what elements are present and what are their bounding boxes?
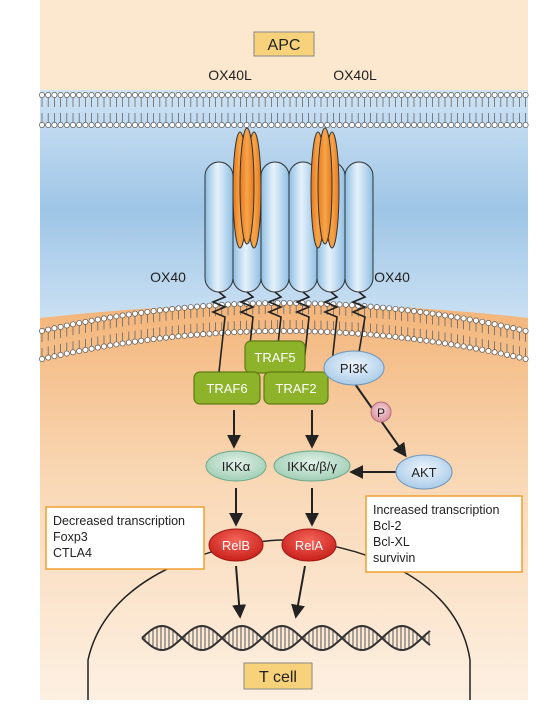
pi3k-label: PI3K [340,361,369,376]
ikka-label: IKKα [222,459,251,474]
ox40-label-left: OX40 [150,269,186,285]
traf2-label: TRAF2 [275,381,316,396]
ox40l-ligand-left [232,127,262,249]
traf6-node: TRAF6 [193,371,261,405]
akt-label: AKT [411,465,436,480]
apc-label: APC [268,37,301,54]
dna-helix [141,624,431,652]
increased-line-2: Bcl-XL [373,535,410,549]
phosphate-label: P [377,406,385,420]
increased-line-1: Bcl-2 [373,519,402,533]
ikk-complex-label: IKKα/β/γ [287,459,337,474]
ox40l-label-right: OX40L [333,67,377,83]
rela-node: RelA [281,528,337,562]
traf2-node: TRAF2 [263,371,329,405]
decreased-line-1: Foxp3 [53,530,88,544]
increased-line-3: survivin [373,551,415,565]
ikk-complex-node: IKKα/β/γ [273,450,351,482]
akt-node: AKT [395,454,453,490]
decreased-line-0: Decreased transcription [53,514,185,528]
t-cell-cytoplasm [40,304,528,700]
arrow-rela-dna [291,565,306,619]
ox40l-label-left: OX40L [208,67,252,83]
t-cell-membrane [39,300,529,362]
traf5-node: TRAF5 [244,340,306,374]
decreased-line-2: CTLA4 [53,546,92,560]
tcell-label: T cell [259,669,297,686]
phosphate-node: P [370,401,392,423]
tcell-label-box: T cell [243,662,313,690]
ikka-node: IKKα [205,450,267,482]
relb-node: RelB [208,528,264,562]
traf6-label: TRAF6 [206,381,247,396]
pi3k-node: PI3K [323,350,385,386]
relb-label: RelB [222,538,250,553]
apc-membrane [39,92,529,128]
transmembrane-domains [210,291,368,373]
increased-transcription-box: Increased transcription Bcl-2 Bcl-XL sur… [365,495,523,573]
traf5-label: TRAF5 [254,350,295,365]
ox40l-ligand-right [310,127,340,249]
decreased-transcription-box: Decreased transcription Foxp3 CTLA4 [45,506,205,570]
ox40-label-right: OX40 [374,269,410,285]
rela-label: RelA [295,538,324,553]
arrow-relb-dna [232,565,247,619]
increased-line-0: Increased transcription [373,503,500,517]
apc-label-box: APC [253,31,315,57]
